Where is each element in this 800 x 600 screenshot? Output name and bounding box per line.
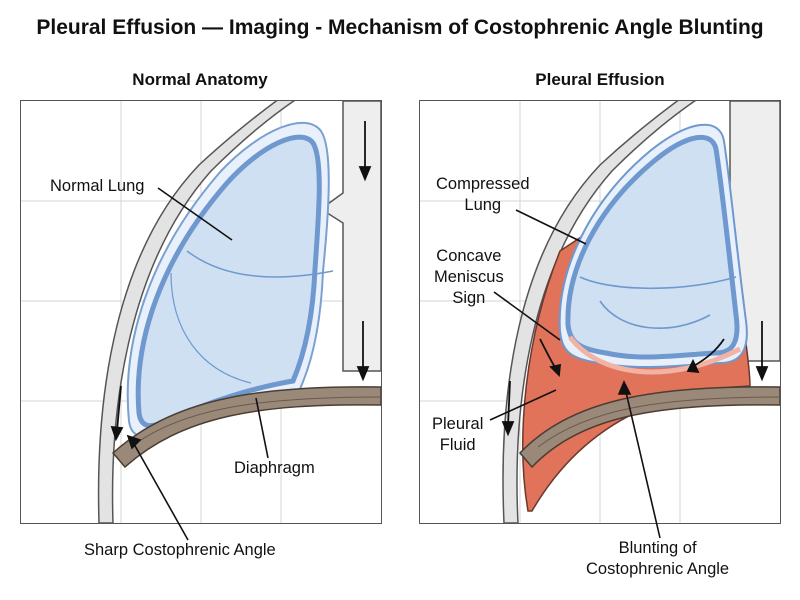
diagram-title: Pleural Effusion — Imaging - Mechanism o… xyxy=(36,16,764,39)
pleural-effusion-panel xyxy=(419,100,781,524)
label-pleural-fluid: Pleural Fluid xyxy=(432,415,484,454)
left-panel-heading: Normal Anatomy xyxy=(132,70,268,89)
pleural-effusion-illustration xyxy=(420,101,780,523)
label-blunting-costophrenic-angle: Blunting of Costophrenic Angle xyxy=(586,539,730,578)
diaphragm-band xyxy=(111,386,381,469)
mediastinum xyxy=(319,101,381,372)
label-compressed-lung: Compressed Lung xyxy=(436,175,530,214)
label-diaphragm: Diaphragm xyxy=(234,459,315,477)
chest-wall xyxy=(97,101,295,523)
right-panel-heading: Pleural Effusion xyxy=(535,70,665,89)
meniscus-highlight xyxy=(568,335,742,375)
label-sharp-costophrenic-angle: Sharp Costophrenic Angle xyxy=(84,541,276,559)
label-concave-meniscus-sign: Concave Meniscus Sign xyxy=(434,247,504,307)
flow-arrows xyxy=(110,121,372,442)
normal-anatomy-illustration xyxy=(21,101,381,523)
label-normal-lung: Normal Lung xyxy=(50,177,145,195)
compressed-lung-shape xyxy=(565,134,740,360)
normal-lung-shape xyxy=(135,134,322,429)
normal-anatomy-panel xyxy=(20,100,382,524)
